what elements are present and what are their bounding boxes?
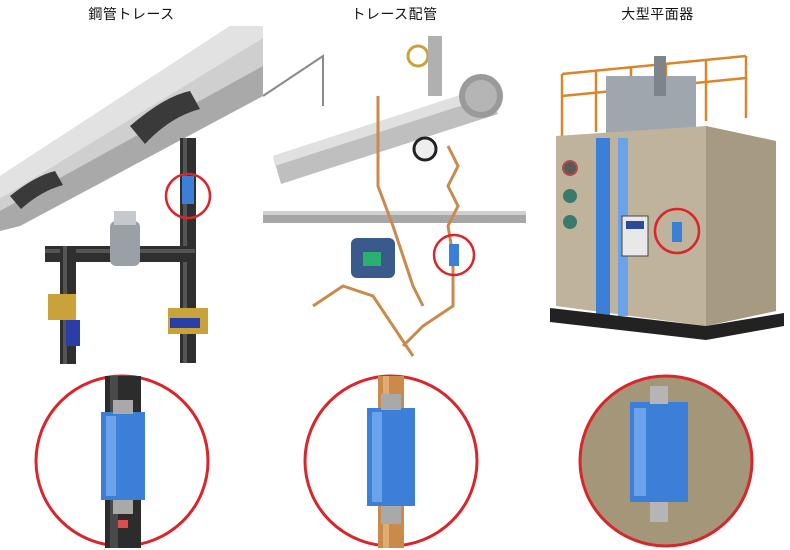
panel-title: トレース配管 bbox=[351, 7, 438, 23]
flat-surface-sensor-closeup bbox=[578, 374, 754, 548]
panel-large-flat-vessel: 大型平面器 bbox=[526, 0, 789, 550]
steel-pipe-trace-illustration bbox=[0, 26, 263, 364]
large-flat-vessel-illustration bbox=[550, 54, 784, 340]
panel-steel-pipe-trace: 鋼管トレース bbox=[0, 0, 263, 550]
copper-tube-sensor-closeup bbox=[303, 374, 479, 548]
panel-title: 大型平面器 bbox=[621, 7, 694, 23]
trace-piping-illustration bbox=[263, 36, 526, 357]
steel-pipe-sensor-closeup bbox=[34, 374, 210, 548]
panel-title: 鋼管トレース bbox=[88, 7, 175, 23]
panel-trace-piping: トレース配管 bbox=[263, 0, 526, 550]
